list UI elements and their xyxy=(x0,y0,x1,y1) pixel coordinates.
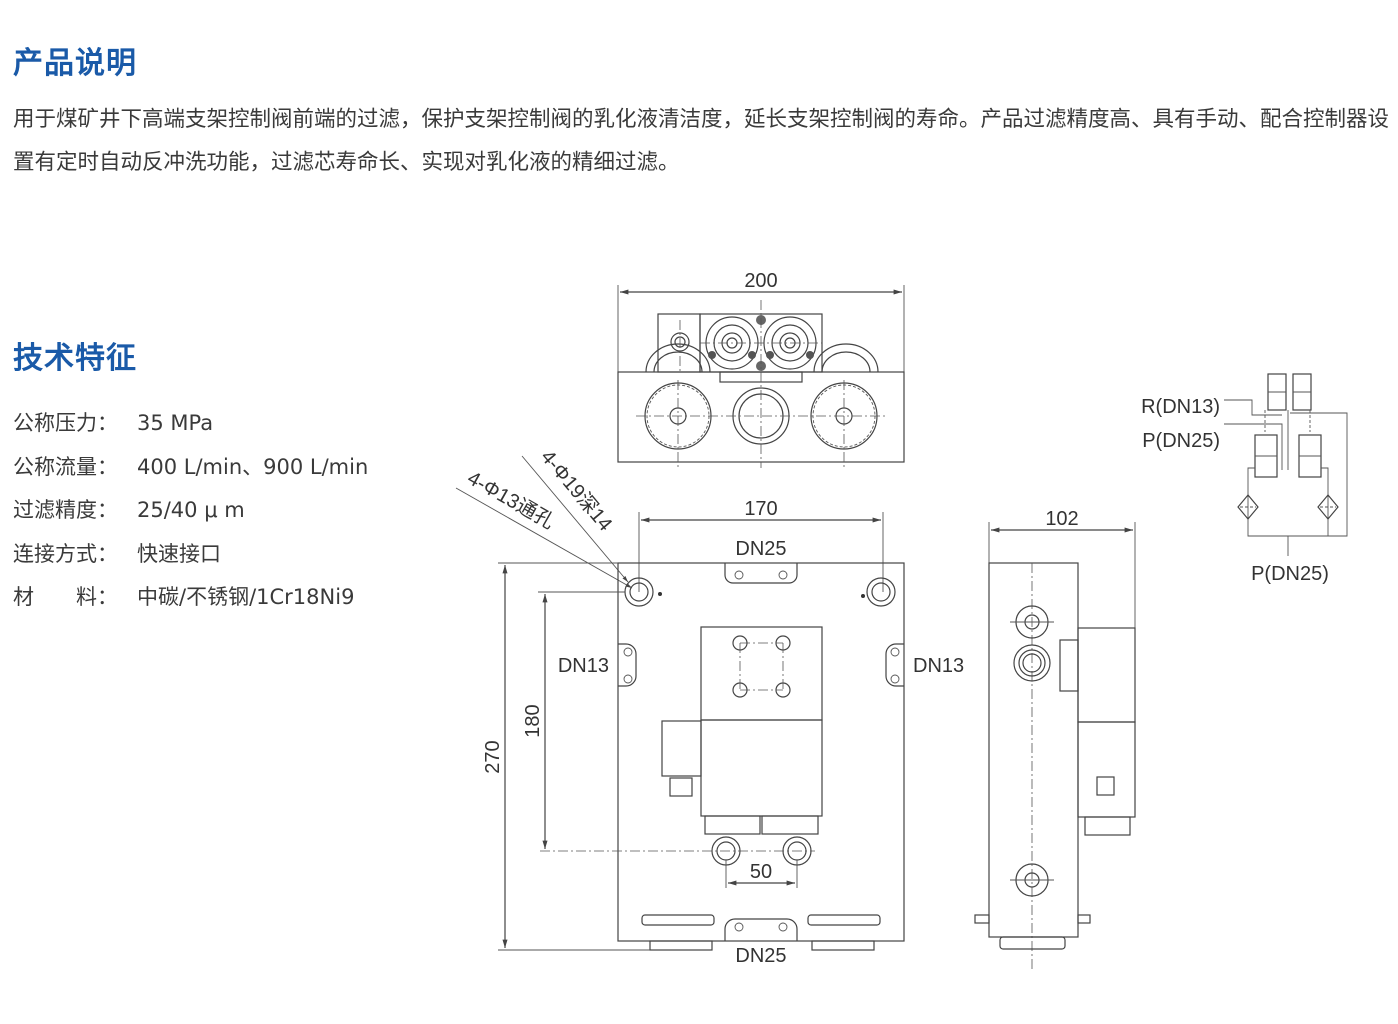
schematic-label-p-top: P(DN25) xyxy=(1142,430,1220,452)
feature-material: 材 料： 中碳/不锈钢/1Cr18Ni9 xyxy=(13,576,368,620)
port-right-label: DN13 xyxy=(913,655,964,677)
schematic-label-p-bottom: P(DN25) xyxy=(1251,563,1329,585)
top-view: 200 xyxy=(617,270,905,468)
feature-value: 35 MPa xyxy=(137,411,214,435)
dim-top-width: 200 xyxy=(744,270,777,292)
dim-height-total: 270 xyxy=(482,740,504,773)
hydraulic-schematic: R(DN13) P(DN25) P(DN25) xyxy=(1141,373,1348,585)
feature-label: 公称压力： xyxy=(13,411,118,435)
feature-connection: 连接方式： 快速接口 xyxy=(13,533,368,577)
side-view: 102 xyxy=(974,508,1136,970)
dim-outlet-spacing: 50 xyxy=(750,861,772,883)
feature-label: 公称流量： xyxy=(13,454,118,479)
feature-value: 400 L/min、900 L/min xyxy=(137,454,369,479)
port-top-label: DN25 xyxy=(735,538,786,560)
description-title: 产品说明 xyxy=(13,46,137,81)
features-title: 技术特征 xyxy=(13,341,137,376)
schematic-label-r: R(DN13) xyxy=(1141,396,1220,418)
front-view: 4-Φ13通孔 4-Φ19深14 170 DN25 DN13 DN13 xyxy=(455,445,964,967)
feature-flow: 公称流量： 400 L/min、900 L/min xyxy=(13,446,368,490)
port-left-label: DN13 xyxy=(558,655,609,677)
feature-value: 25/40 μ m xyxy=(137,498,245,522)
feature-value: 中碳/不锈钢/1Cr18Ni9 xyxy=(137,585,355,609)
feature-value: 快速接口 xyxy=(137,541,221,566)
dim-height-inner: 180 xyxy=(522,704,544,737)
features-list: 公称压力： 35 MPa 公称流量： 400 L/min、900 L/min 过滤精… xyxy=(13,402,368,620)
dim-hole-spacing: 170 xyxy=(744,498,777,520)
feature-precision: 过滤精度： 25/40 μ m xyxy=(13,489,368,533)
feature-pressure: 公称压力： 35 MPa xyxy=(13,402,368,446)
port-bottom-label: DN25 xyxy=(735,945,786,967)
feature-label: 连接方式： xyxy=(13,541,118,566)
description-text: 用于煤矿井下高端支架控制阀前端的过滤，保护支架控制阀的乳化液清洁度，延长支架控制… xyxy=(13,107,1390,175)
feature-label: 材 料： xyxy=(13,585,118,609)
dim-side-width: 102 xyxy=(1045,508,1078,530)
feature-label: 过滤精度： xyxy=(13,498,118,522)
